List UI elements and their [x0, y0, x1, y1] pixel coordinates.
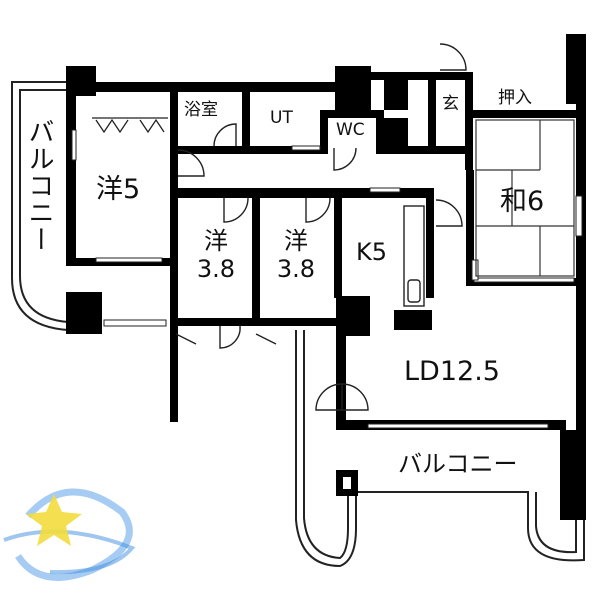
interior-walls	[66, 76, 582, 422]
room-label-western-38-a: 洋 3.8	[192, 227, 240, 283]
logo-star-swirl	[3, 488, 136, 581]
tatami-mats	[475, 119, 575, 277]
room-label-entrance: 玄	[442, 94, 459, 114]
room-label-western-38-b-kanji: 洋	[284, 227, 308, 255]
door-swings	[175, 43, 467, 411]
room-label-western-5: 洋5	[96, 174, 141, 205]
balcony-outline-west	[11, 81, 69, 331]
balcony-label-south: バルコニー	[398, 450, 518, 478]
room-label-western-38-a-size: 3.8	[196, 254, 236, 283]
room-label-kitchen: K5	[356, 238, 388, 266]
balcony-outline-south	[295, 330, 585, 568]
kitchen-counter	[403, 205, 425, 307]
room-label-utility: UT	[270, 108, 293, 128]
room-label-bathroom: 浴室	[184, 100, 218, 120]
closet-doors	[92, 117, 168, 134]
room-label-toilet: WC	[336, 120, 365, 140]
room-label-japanese-6: 和6	[500, 186, 545, 217]
room-label-closet: 押入	[498, 88, 532, 108]
room-label-western-38-a-kanji: 洋	[204, 227, 228, 255]
room-label-living-dining: LD12.5	[404, 356, 500, 387]
room-label-western-38-b: 洋 3.8	[272, 227, 320, 283]
balcony-label-west: バルコニー	[24, 118, 54, 253]
exterior-walls	[66, 34, 586, 520]
wall-openings	[71, 129, 583, 429]
room-label-western-38-b-size: 3.8	[276, 254, 316, 283]
